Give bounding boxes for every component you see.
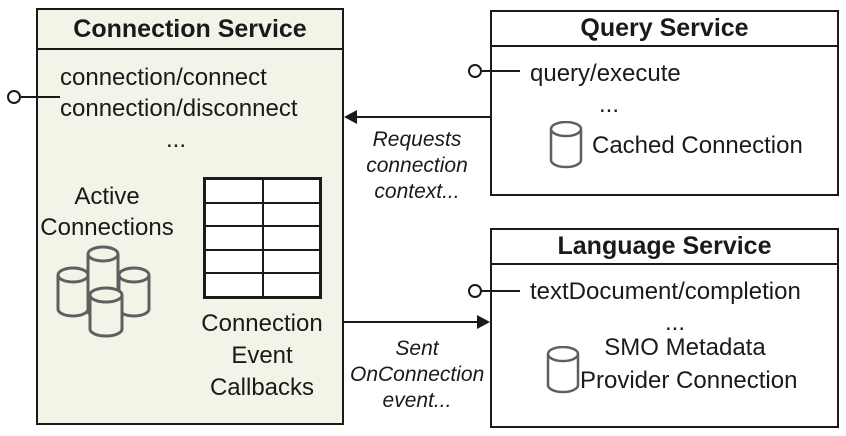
sent-arrow-label: Sent OnConnection event...	[350, 337, 485, 412]
method-label: query/execute	[530, 60, 681, 87]
interface-line	[21, 96, 60, 98]
connection-service-title: Connection Service	[38, 10, 342, 50]
query-service-title: Query Service	[492, 12, 837, 47]
requests-arrow-head-icon	[344, 110, 357, 124]
database-icon	[546, 346, 580, 394]
database-icon	[549, 121, 583, 169]
interface-lollipop-icon	[468, 64, 482, 78]
language-methods: textDocument/completion ...	[530, 276, 820, 338]
method-label: connection/connect	[60, 64, 267, 91]
sent-arrow-head-icon	[477, 315, 490, 329]
ellipsis-label: ...	[165, 126, 186, 153]
ellipsis-label: ...	[598, 91, 619, 118]
interface-line	[482, 70, 520, 72]
requests-arrow-line	[354, 116, 490, 118]
method-label: connection/disconnect	[60, 95, 298, 122]
language-service-title: Language Service	[492, 230, 837, 265]
interface-lollipop-icon	[468, 284, 482, 298]
language-service-box: Language Service	[490, 228, 839, 428]
callbacks-label: Connection Event Callbacks	[201, 310, 323, 401]
interface-line	[482, 290, 520, 292]
query-methods: query/execute ...	[530, 58, 688, 120]
cached-connection-label: Cached Connection	[592, 132, 803, 159]
active-connections-label: Active Connections	[40, 183, 174, 241]
requests-arrow-label: Requests connection context...	[366, 128, 468, 203]
smo-metadata-label: SMO Metadata Provider Connection	[580, 334, 798, 394]
connection-methods: connection/connect connection/disconnect…	[60, 62, 298, 155]
sent-arrow-line	[344, 321, 478, 323]
query-service-box: Query Service	[490, 10, 839, 196]
callback-grid-icon	[203, 177, 322, 299]
method-label: textDocument/completion	[530, 278, 801, 305]
ellipsis-label: ...	[664, 309, 685, 336]
interface-lollipop-icon	[7, 90, 21, 104]
database-cluster-icon	[56, 245, 151, 338]
